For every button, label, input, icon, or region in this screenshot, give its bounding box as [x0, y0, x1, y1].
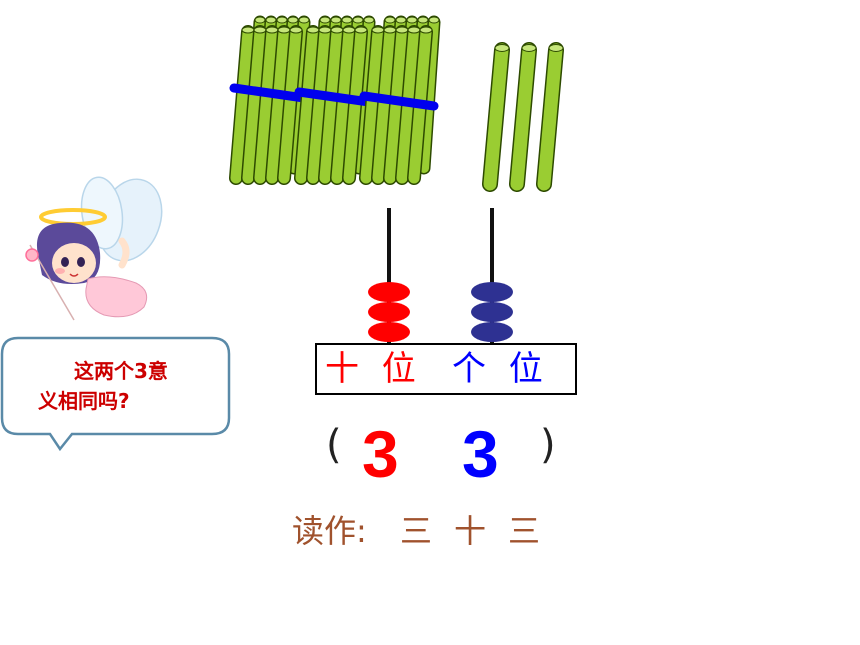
bundle-band [229, 83, 309, 103]
tens-bead [368, 302, 410, 322]
reading-word: 三 [508, 512, 541, 550]
tens-bead [368, 322, 410, 342]
bundle-band [359, 91, 439, 111]
tens-digit: 3 [362, 417, 399, 491]
tens-place-label: 十 位 [325, 349, 422, 389]
read-as-label: 读作: [292, 512, 367, 550]
single-stick [536, 42, 564, 192]
ones-bead [471, 282, 513, 302]
speech-bubble [0, 336, 231, 452]
fairy-illustration [25, 176, 163, 321]
open-paren: ( [326, 422, 342, 468]
speech-bubble-text: 这两个3意 义相同吗? [22, 356, 222, 416]
single-stick [509, 42, 537, 192]
bundle-band [294, 87, 374, 107]
reading-word: 三 [400, 512, 433, 550]
ten-stick-bundles [229, 15, 441, 185]
single-stick [482, 42, 510, 192]
reading-word: 十 [454, 512, 487, 550]
single-sticks [482, 42, 564, 192]
ones-digit: 3 [462, 417, 499, 491]
ones-beads [471, 282, 513, 342]
place-value-box [315, 343, 577, 395]
tens-beads [368, 282, 410, 342]
close-paren: ) [540, 422, 556, 468]
ten-stick-bundle [359, 15, 441, 185]
tens-bead [368, 282, 410, 302]
ones-bead [471, 302, 513, 322]
ones-bead [471, 322, 513, 342]
ten-stick-bundle [229, 15, 311, 185]
speech-line-1: 这两个3意 [74, 359, 168, 383]
ones-place-label: 个 位 [452, 349, 549, 389]
speech-line-2: 义相同吗? [38, 389, 130, 413]
